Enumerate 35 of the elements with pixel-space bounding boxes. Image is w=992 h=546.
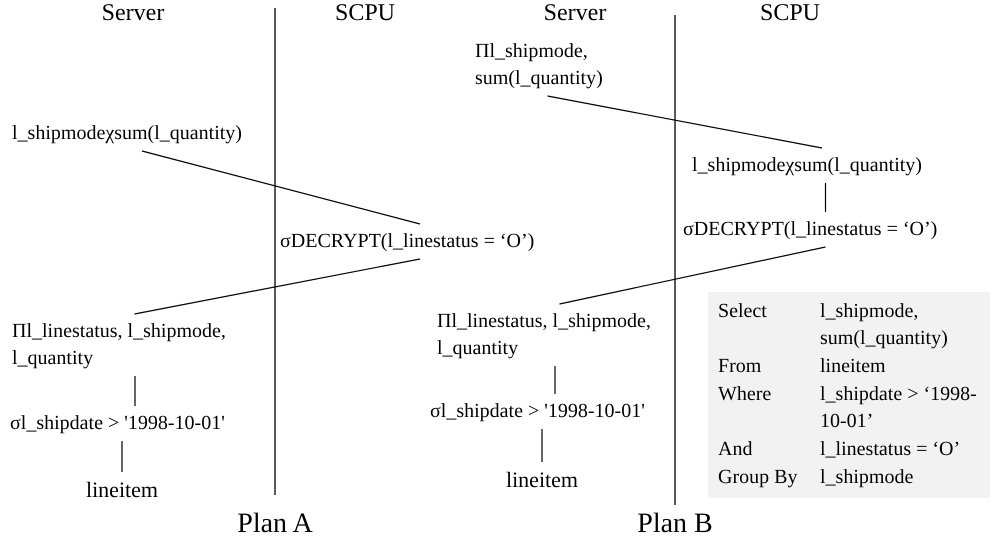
connector-line	[824, 183, 826, 212]
operator-text: σl_shipdate > '1998-10-01'	[430, 398, 680, 425]
connector-line	[134, 258, 420, 315]
connector-line	[559, 246, 826, 305]
connector-line	[121, 441, 123, 472]
column-heading: SCPU	[334, 0, 396, 27]
sql-keyword: From	[718, 354, 762, 379]
operator-text: σl_shipdate > '1998-10-01'	[10, 410, 260, 437]
table-name: lineitem	[492, 466, 592, 493]
sql-clause-text: l_shipmode, sum(l_quantity)	[820, 299, 949, 351]
connector-line	[142, 150, 420, 225]
column-heading: Server	[544, 0, 606, 27]
table-name: lineitem	[72, 476, 172, 503]
column-heading: SCPU	[760, 0, 820, 27]
column-heading: Server	[102, 0, 164, 27]
operator-text: σDECRYPT(l_linestatus = ‘O’)	[683, 216, 968, 243]
operator-text: Πl_linestatus, l_shipmode, l_quantity	[12, 318, 257, 372]
connector-line	[547, 95, 822, 149]
sql-keyword: And	[718, 437, 754, 462]
sql-clause-text: l_linestatus = ‘O’	[820, 437, 962, 462]
operator-text: l_shipmodeχsum(l_quantity)	[12, 120, 272, 147]
operator-text: σDECRYPT(l_linestatus = ‘O’)	[280, 228, 560, 255]
connector-line	[554, 366, 556, 394]
plan-title: Plan B	[637, 508, 713, 540]
sql-keyword: Select	[718, 299, 768, 324]
sql-keyword: Where	[718, 382, 772, 407]
sql-clause-text: l_shipmode	[820, 465, 914, 490]
plan-title: Plan A	[237, 508, 313, 540]
operator-text: Πl_linestatus, l_shipmode, l_quantity	[437, 308, 682, 362]
connector-line	[541, 429, 543, 462]
sql-keyword: Group By	[718, 465, 798, 490]
operator-text: Πl_shipmode, sum(l_quantity)	[475, 38, 620, 92]
operator-text: l_shipmodeχsum(l_quantity)	[692, 152, 952, 179]
connector-line	[134, 376, 136, 406]
sql-clause-text: lineitem	[820, 354, 887, 379]
